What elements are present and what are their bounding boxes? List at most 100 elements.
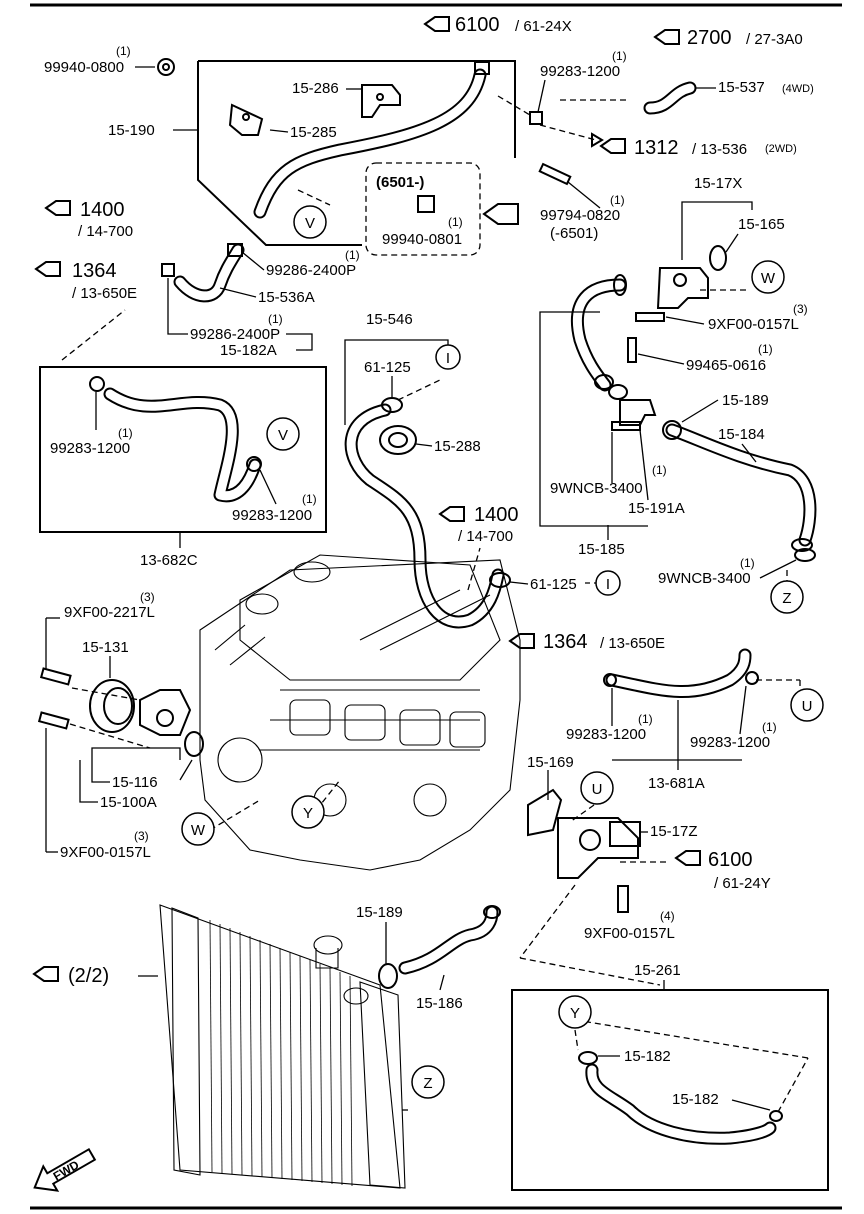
callout-w-bottom[interactable]: W (181, 812, 215, 846)
svg-text:9XF00-0157L: 9XF00-0157L (708, 316, 799, 333)
svg-text:(2/2): (2/2) (68, 965, 109, 987)
svg-text:15-182: 15-182 (672, 1091, 719, 1108)
svg-text:/ 27-3A0: / 27-3A0 (746, 31, 803, 48)
svg-text:(1): (1) (268, 312, 283, 326)
hose-box-15-261: 15-261 15-182 15-182 (511, 962, 829, 1191)
svg-text:2700: 2700 (687, 27, 732, 49)
callout-z-right[interactable]: Z (770, 580, 804, 614)
svg-text:99794-0820: 99794-0820 (540, 207, 620, 224)
svg-text:15-189: 15-189 (722, 392, 769, 409)
svg-text:U: U (802, 698, 813, 715)
svg-text:(2WD): (2WD) (765, 143, 797, 155)
svg-text:15-191A: 15-191A (628, 500, 685, 517)
svg-text:99283-1200: 99283-1200 (690, 734, 770, 751)
svg-text:6100: 6100 (708, 849, 753, 871)
ref-1364-left[interactable]: 1364 / 13-650E (34, 260, 137, 302)
svg-text:/ 61-24X: / 61-24X (515, 18, 572, 35)
fwd-arrow-icon: FWD (33, 1147, 97, 1192)
svg-text:15-131: 15-131 (82, 639, 129, 656)
svg-text:9XF00-0157L: 9XF00-0157L (60, 844, 151, 861)
svg-text:15-165: 15-165 (738, 216, 785, 233)
svg-text:I: I (606, 576, 610, 593)
svg-text:(1): (1) (652, 463, 667, 477)
hose-box-13-682c: (1) 99283-1200 (1) 99283-1200 13-682C (39, 366, 327, 569)
callout-y-box[interactable]: Y (558, 995, 592, 1029)
svg-text:(1): (1) (448, 215, 463, 229)
svg-text:15-537: 15-537 (718, 79, 765, 96)
svg-text:15-185: 15-185 (578, 541, 625, 558)
svg-text:15-546: 15-546 (366, 311, 413, 328)
svg-text:(4WD): (4WD) (782, 83, 814, 95)
thermostat-housing-15-17z: 15-169 15-17Z (4) 9XF00-0157L (519, 754, 698, 986)
ref-radiator-2-2[interactable]: (2/2) (32, 965, 109, 987)
svg-text:15-17X: 15-17X (694, 175, 742, 192)
engine-block (199, 554, 521, 871)
svg-text:/ 13-536: / 13-536 (692, 141, 747, 158)
svg-text:15-100A: 15-100A (100, 794, 157, 811)
hose-15-186: 15-189 15-186 (356, 904, 501, 1012)
label-15-285: 15-285 (269, 124, 337, 141)
svg-text:15-169: 15-169 (527, 754, 574, 771)
radiator (138, 904, 412, 1189)
hose-13-681a: (1) 99283-1200 (1) 99283-1200 13-681A (566, 648, 801, 792)
svg-text:15-184: 15-184 (718, 426, 765, 443)
callout-y-engine[interactable]: Y (291, 795, 325, 829)
svg-text:1364: 1364 (72, 260, 117, 282)
svg-text:99283-1200: 99283-1200 (566, 726, 646, 743)
svg-text:15-288: 15-288 (434, 438, 481, 455)
ref-1312[interactable]: 1312 / 13-536 (2WD) (599, 137, 797, 159)
svg-text:Z: Z (423, 1075, 432, 1092)
ref-1400-left[interactable]: 1400 / 14-700 (44, 199, 133, 240)
thermostat-housing-group: 15-17X 15-165 (3) 9XF00-0157L (1) 99465-… (627, 175, 808, 374)
ref-6100-right[interactable]: 6100 / 61-24Y (674, 849, 771, 892)
svg-text:(1): (1) (762, 720, 777, 734)
svg-text:(1): (1) (118, 426, 133, 440)
svg-text:15-186: 15-186 (416, 995, 463, 1012)
heater-hose-group: 15-189 15-184 (1) 9WNCB-3400 15-191A 15-… (539, 274, 817, 587)
svg-text:Y: Y (570, 1005, 580, 1022)
svg-text:/ 13-650E: / 13-650E (600, 635, 665, 652)
callout-v-top[interactable]: V (293, 205, 327, 239)
hose-15-537: (1) 99283-1200 15-537 (4WD) (529, 49, 814, 148)
svg-text:I: I (446, 350, 450, 367)
svg-text:13-681A: 13-681A (648, 775, 705, 792)
bypass-hose-group (173, 60, 531, 246)
ref-1400-mid[interactable]: 1400 / 14-700 (438, 504, 519, 545)
callout-v-box[interactable]: V (266, 417, 300, 451)
label-99940-0800: (1) 99940-0800 (44, 44, 175, 76)
svg-text:V: V (305, 215, 315, 232)
svg-text:15-285: 15-285 (290, 124, 337, 141)
callout-w-top[interactable]: W (751, 260, 785, 294)
svg-text:(-6501): (-6501) (550, 225, 598, 242)
callout-u-right[interactable]: U (790, 688, 824, 722)
dash-line-w (209, 799, 261, 831)
callout-i-mid[interactable]: I (595, 570, 621, 596)
svg-text:Z: Z (782, 590, 791, 607)
ref-6100-top[interactable]: 6100 / 61-24X (423, 14, 572, 36)
svg-text:99283-1200: 99283-1200 (540, 63, 620, 80)
svg-text:(3): (3) (140, 590, 155, 604)
svg-text:(1): (1) (740, 556, 755, 570)
svg-text:(1): (1) (345, 248, 360, 262)
svg-text:Y: Y (303, 805, 313, 822)
svg-text:99286-2400P: 99286-2400P (190, 326, 280, 343)
svg-text:9XF00-2217L: 9XF00-2217L (64, 604, 155, 621)
svg-text:99283-1200: 99283-1200 (232, 507, 312, 524)
dash-line-y (309, 779, 341, 819)
callout-i-top[interactable]: I (435, 344, 461, 370)
ref-1364-right[interactable]: 1364 / 13-650E (508, 631, 665, 653)
ref-2700[interactable]: 2700 / 27-3A0 (653, 27, 803, 49)
svg-text:(1): (1) (302, 492, 317, 506)
svg-text:15-17Z: 15-17Z (650, 823, 698, 840)
svg-text:15-536A: 15-536A (258, 289, 315, 306)
svg-text:W: W (191, 822, 206, 839)
svg-text:15-286: 15-286 (292, 80, 339, 97)
callout-z-radiator[interactable]: Z (411, 1065, 445, 1099)
svg-text:1364: 1364 (543, 631, 588, 653)
svg-text:(3): (3) (134, 829, 149, 843)
label-15-190: 15-190 (108, 122, 155, 139)
hose-15-546: 15-546 61-125 15-288 61-125 (344, 311, 577, 629)
svg-text:(1): (1) (612, 49, 627, 63)
callout-u-mid[interactable]: U (580, 771, 614, 805)
